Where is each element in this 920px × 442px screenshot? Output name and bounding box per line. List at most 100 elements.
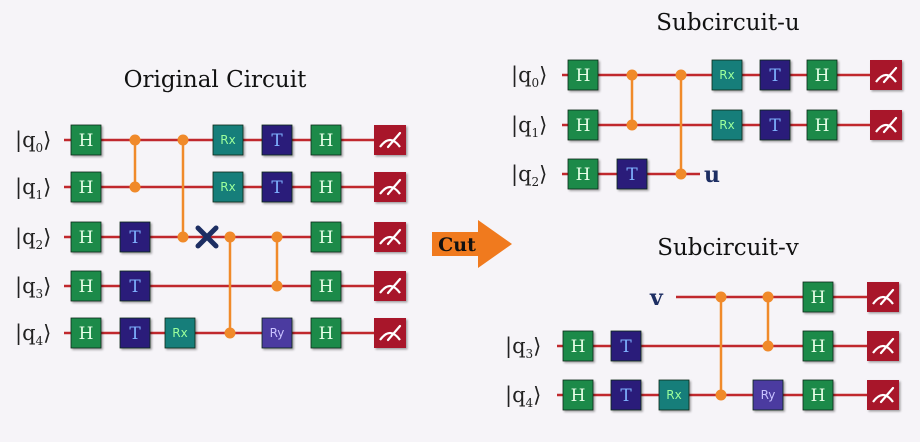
ry-gate-original-18: Ry [261, 317, 293, 349]
h-gate-original-21-box [310, 221, 342, 253]
t-gate-original-7-box [119, 317, 151, 349]
t-gate-sub_u-9: T [759, 109, 791, 141]
qubit-label-q1-index: 1 [36, 188, 44, 202]
measure-gate-original-0 [374, 125, 406, 155]
rx-gate-sub_v-4-label: Rx [666, 388, 681, 402]
t-gate-original-7-label: T [129, 324, 141, 344]
h-gate-original-20-box [310, 171, 342, 203]
h-gate-original-3-label: H [79, 277, 94, 297]
t-gate-sub_u-3-label: T [626, 165, 638, 185]
h-gate-sub_v-8-box [802, 281, 834, 313]
h-gate-sub_v-9-label: H [811, 337, 826, 357]
cz-gate-original-3-dot-b [271, 280, 283, 292]
qubit-label-q0-index: 0 [36, 141, 44, 155]
meter-needle-icon [386, 228, 402, 246]
rx-gate-sub_u-6-label: Rx [719, 68, 734, 82]
h-gate-original-20: H [310, 171, 342, 203]
subcircuit-u-title: Subcircuit-u [656, 10, 799, 36]
rx-gate-original-12: Rx [212, 171, 244, 203]
h-gate-sub_u-11-box [806, 109, 838, 141]
wire-end-label-u: u [704, 162, 720, 188]
rx-gate-original-11-label: Rx [220, 133, 235, 147]
cz-gate-original-0-dot-a [129, 134, 141, 146]
h-gate-original-0-box [70, 124, 102, 156]
rx-gate-original-8-label: Rx [172, 326, 187, 340]
h-gate-sub_v-10-box [802, 379, 834, 411]
h-gate-original-20-label: H [319, 178, 334, 198]
qubit-label-q3-index: 3 [36, 287, 44, 301]
qubit-label-q4-index: 4 [526, 396, 534, 410]
h-gate-sub_u-11: H [806, 109, 838, 141]
meter-needle-icon [386, 277, 402, 295]
t-gate-original-6: T [119, 270, 151, 302]
t-gate-original-15: T [261, 124, 293, 156]
h-gate-sub_v-10: H [802, 379, 834, 411]
cz-gate-sub_v-0-dot-b [715, 389, 727, 401]
meter-needle-icon [879, 288, 895, 306]
meter-needle-icon [386, 131, 402, 149]
measure-gate-original-3 [374, 271, 406, 301]
wire-start-label-v: v [649, 285, 664, 311]
measure-gate-original-2 [374, 222, 406, 252]
rx-gate-original-11: Rx [212, 124, 244, 156]
h-gate-original-1-box [70, 171, 102, 203]
measure-gate-sub_v-0 [867, 282, 899, 312]
t-gate-sub_u-8: T [759, 59, 791, 91]
h-gate-original-22: H [310, 270, 342, 302]
ry-gate-original-18-label: Ry [270, 326, 285, 340]
meter-needle-icon [879, 386, 895, 404]
rx-gate-sub_u-6: Rx [711, 59, 743, 91]
qubit-label-q1: |q1⟩ [15, 175, 51, 202]
t-gate-original-16: T [261, 171, 293, 203]
h-gate-sub_u-1-box [567, 109, 599, 141]
cz-gate-original-2-dot-b [224, 327, 236, 339]
cz-gate-sub_u-1-dot-b [675, 168, 687, 180]
h-gate-original-3-box [70, 270, 102, 302]
meter-arc-icon [872, 344, 894, 354]
cz-gate-sub_u-1 [675, 69, 687, 180]
h-gate-sub_u-0-box [567, 59, 599, 91]
h-gate-original-19-label: H [319, 131, 334, 151]
cut-arrow: Cut [432, 220, 512, 268]
qubit-label-q3-ket: ⟩ [43, 274, 51, 298]
qubit-label-q2-index: 2 [532, 175, 540, 189]
h-gate-sub_u-1-label: H [576, 116, 591, 136]
qubit-label-q3-index: 3 [526, 347, 534, 361]
qubit-label-q3-ket: ⟩ [533, 334, 541, 358]
h-gate-sub_u-1: H [567, 109, 599, 141]
t-gate-sub_u-3-box [616, 158, 648, 190]
qubit-label-q0-ket: ⟩ [539, 63, 547, 87]
h-gate-sub_u-0: H [567, 59, 599, 91]
h-gate-sub_v-8-label: H [811, 288, 826, 308]
qubit-label-q4-ket: ⟩ [43, 321, 51, 345]
h-gate-sub_u-2-box [567, 158, 599, 190]
ry-gate-sub_v-7-label: Ry [761, 388, 776, 402]
h-gate-sub_u-2-label: H [576, 165, 591, 185]
h-gate-original-2-label: H [79, 228, 94, 248]
h-gate-original-3: H [70, 270, 102, 302]
h-gate-original-1-label: H [79, 178, 94, 198]
qubit-label-q1-index: 1 [532, 126, 540, 140]
cz-gate-original-1-dot-a [177, 134, 189, 146]
h-gate-sub_v-0: H [562, 330, 594, 362]
h-gate-sub_v-1-label: H [571, 386, 586, 406]
t-gate-original-16-box [261, 171, 293, 203]
meter-arc-icon [875, 123, 897, 133]
ry-gate-sub_v-7-box [752, 379, 784, 411]
h-gate-sub_u-2: H [567, 158, 599, 190]
qubit-label-q2: |q2⟩ [511, 162, 547, 189]
h-gate-original-4-label: H [79, 324, 94, 344]
rx-gate-original-11-box [212, 124, 244, 156]
t-gate-original-15-label: T [271, 131, 283, 151]
measure-gate-original-4 [374, 318, 406, 348]
h-gate-original-19: H [310, 124, 342, 156]
cz-gate-original-0-dot-b [129, 181, 141, 193]
meter-needle-icon [386, 178, 402, 196]
rx-gate-sub_v-4: Rx [658, 379, 690, 411]
h-gate-original-0-label: H [79, 131, 94, 151]
t-gate-sub_u-8-label: T [769, 66, 781, 86]
measure-gate-sub_v-1 [867, 331, 899, 361]
h-gate-sub_u-10: H [806, 59, 838, 91]
